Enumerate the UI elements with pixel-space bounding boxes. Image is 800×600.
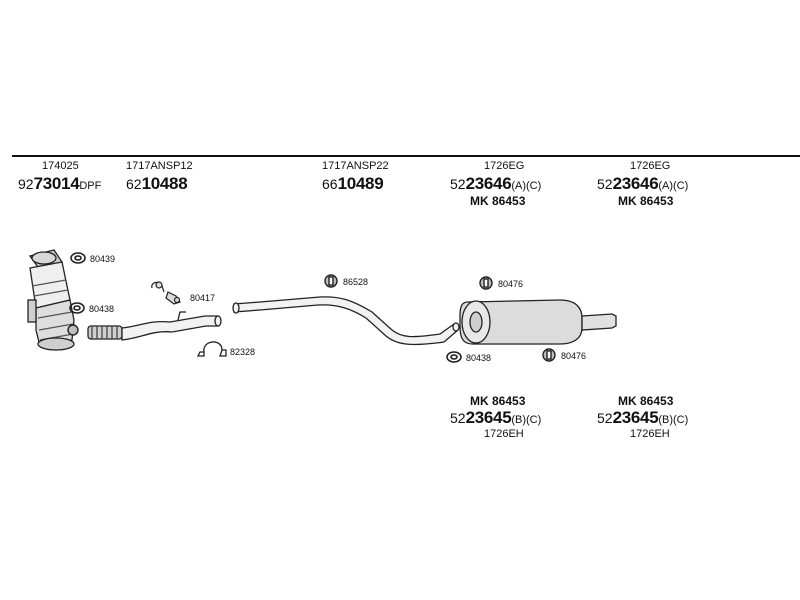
part-number-2-prefix: 62 — [126, 176, 142, 192]
gasket-icon — [67, 324, 79, 336]
part-code-2: 1717ANSP12 — [126, 160, 193, 172]
part-code-5: 1726EG — [630, 160, 671, 172]
part-number-6: 5223645(B)(C) — [450, 408, 542, 428]
part-number-7-suffix: (B)(C) — [658, 414, 689, 426]
rear-silencer — [459, 299, 617, 345]
part-number-1-suffix: DPF — [79, 180, 102, 192]
part-number-4-prefix: 52 — [450, 176, 466, 192]
mk-number-7: MK 86453 — [618, 394, 674, 408]
part-number-5: 5223646(A)(C) — [597, 174, 689, 194]
part-number-5-prefix: 52 — [597, 176, 613, 192]
mk-number-4: MK 86453 — [470, 194, 526, 208]
part-number-1: 9273014DPF — [18, 174, 102, 194]
part-code-1: 174025 — [42, 160, 79, 172]
mount-86528-icon — [324, 274, 338, 288]
clip-label-80476-bottom: 80476 — [561, 351, 587, 361]
part-number-4-main: 23646 — [465, 174, 512, 193]
mount-80476b-icon — [542, 348, 556, 362]
part-code-6: 1726EH — [484, 428, 524, 440]
clip-label-80417: 80417 — [190, 293, 216, 303]
part-code-7: 1726EH — [630, 428, 670, 440]
mk-number-6: MK 86453 — [470, 394, 526, 408]
clip-label-80476-top: 80476 — [498, 279, 524, 289]
part-code-3: 1717ANSP22 — [322, 160, 389, 172]
part-number-6-main: 23645 — [465, 408, 512, 427]
part-number-4: 5223646(A)(C) — [450, 174, 542, 194]
hanger-80438a-icon — [69, 302, 85, 314]
front-pipe — [87, 311, 222, 341]
part-number-2-main: 10488 — [141, 174, 188, 193]
hanger-80439-icon — [70, 252, 86, 264]
clamp-80417 — [151, 281, 181, 305]
hanger-80438b-icon — [446, 351, 462, 363]
clip-label-80438-front: 80438 — [89, 304, 115, 314]
part-number-7-main: 23645 — [612, 408, 659, 427]
part-number-3: 6610489 — [322, 174, 384, 193]
part-number-3-prefix: 66 — [322, 176, 338, 192]
part-code-4: 1726EG — [484, 160, 525, 172]
part-number-5-main: 23646 — [612, 174, 659, 193]
clip-label-80438-rear: 80438 — [466, 353, 492, 363]
catalytic-converter — [27, 249, 75, 351]
part-number-2: 6210488 — [126, 174, 188, 193]
clip-label-82328: 82328 — [230, 347, 256, 357]
part-number-4-suffix: (A)(C) — [511, 180, 542, 192]
part-number-6-suffix: (B)(C) — [511, 414, 542, 426]
mount-80476a-icon — [479, 276, 493, 290]
part-number-1-main: 73014 — [33, 174, 80, 193]
part-number-7: 5223645(B)(C) — [597, 408, 689, 428]
rubber-mounts — [67, 274, 556, 362]
part-number-6-prefix: 52 — [450, 410, 466, 426]
rubber-hangers — [69, 252, 462, 363]
clamp-82328 — [196, 341, 227, 357]
part-number-7-prefix: 52 — [597, 410, 613, 426]
mk-number-5: MK 86453 — [618, 194, 674, 208]
clip-label-86528: 86528 — [343, 277, 369, 287]
middle-pipe — [232, 296, 460, 346]
part-number-5-suffix: (A)(C) — [658, 180, 689, 192]
part-number-1-prefix: 92 — [18, 176, 34, 192]
clip-label-80439: 80439 — [90, 254, 116, 264]
part-number-3-main: 10489 — [337, 174, 384, 193]
